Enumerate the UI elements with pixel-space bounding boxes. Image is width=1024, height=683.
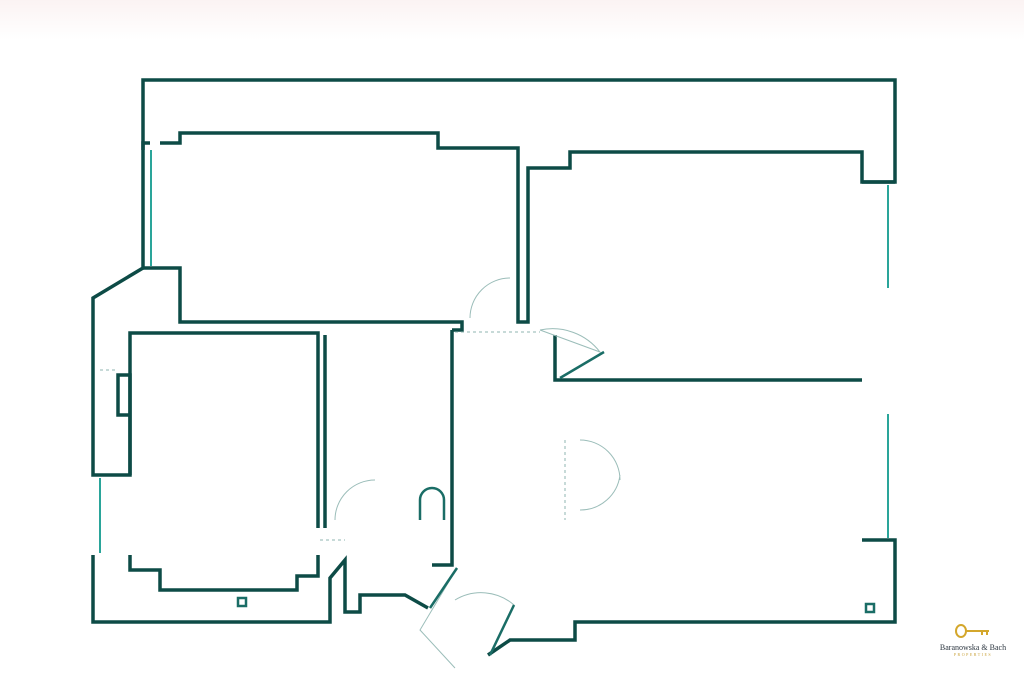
room-left-bottom xyxy=(128,555,320,592)
hidden-lines xyxy=(100,331,566,541)
door-swing xyxy=(469,277,511,319)
room-left-wall xyxy=(128,331,320,528)
door-leaf xyxy=(559,350,605,380)
corridor-wall xyxy=(432,330,454,567)
door-swing xyxy=(334,479,376,521)
room-top-left-wall xyxy=(143,266,464,332)
logo-subtitle: PROPERTIES xyxy=(953,652,993,657)
door-leaf xyxy=(488,604,516,656)
top-gradient xyxy=(0,0,1024,40)
right-rooms-divider xyxy=(553,335,862,382)
door-leaf xyxy=(428,567,459,609)
logo-name: Baranowska & Bach xyxy=(939,643,1007,652)
outer-wall xyxy=(141,78,897,324)
company-logo: Baranowska & Bach PROPERTIES xyxy=(928,624,1018,657)
chimney xyxy=(236,596,248,608)
outer-wall-left xyxy=(91,141,150,477)
entrance-door-swing xyxy=(419,567,515,669)
outer-wall-bottom-left xyxy=(91,555,429,624)
chimney xyxy=(864,602,876,614)
door-swing xyxy=(539,328,602,354)
door-swing xyxy=(579,439,621,511)
key-icon xyxy=(955,624,989,638)
right-bottom-wall xyxy=(487,538,897,657)
toilet-icon xyxy=(418,486,446,520)
